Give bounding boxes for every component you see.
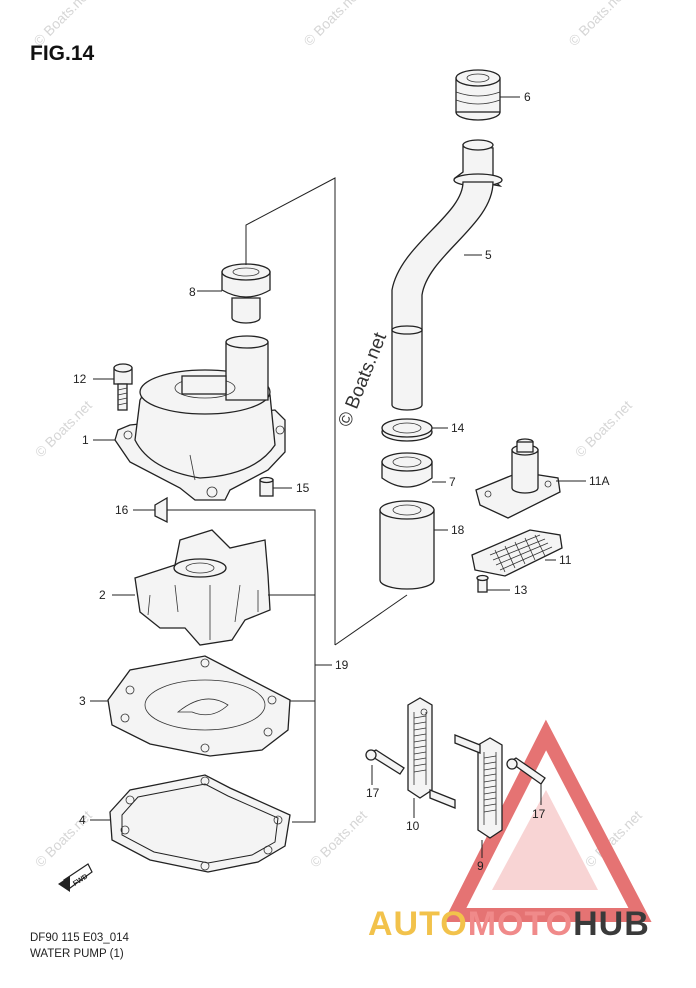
figure-title: FIG.14 bbox=[30, 42, 95, 65]
part-17-screw-right bbox=[506, 757, 546, 785]
figure-caption: DF90 115 E03_014 WATER PUMP (1) bbox=[30, 930, 129, 962]
part-12-bolt bbox=[113, 363, 133, 411]
automotohub-logo: AUTOMOTOHUB bbox=[368, 905, 650, 944]
watermark-main: © Boats.net bbox=[334, 329, 391, 430]
callout-6: 6 bbox=[524, 90, 531, 104]
logo-part-moto: MOTO bbox=[467, 905, 574, 943]
callout-8: 8 bbox=[189, 285, 196, 299]
callout-10: 10 bbox=[406, 819, 420, 833]
part-2-impeller bbox=[134, 529, 271, 646]
logo-part-hub: HUB bbox=[573, 905, 650, 943]
part-11-screen bbox=[471, 529, 563, 577]
part-10-holder bbox=[407, 697, 456, 809]
part-7-seal bbox=[381, 452, 433, 488]
part-11a-housing bbox=[475, 438, 561, 519]
part-18-collar bbox=[379, 500, 435, 590]
part-8-liner bbox=[221, 263, 271, 324]
watermark-text: © Boats.net bbox=[307, 807, 370, 870]
callout-labels: 6 5 8 12 1 14 7 18 11A 11 13 15 16 2 19 … bbox=[73, 90, 609, 873]
caption-name: WATER PUMP (1) bbox=[30, 948, 124, 960]
callout-2: 2 bbox=[99, 588, 106, 602]
callout-3: 3 bbox=[79, 694, 86, 708]
callout-12: 12 bbox=[73, 372, 87, 386]
callout-1: 1 bbox=[82, 433, 89, 447]
caption-code: DF90 115 E03_014 bbox=[30, 932, 129, 944]
watermark-text: © Boats.net bbox=[565, 0, 628, 49]
part-6-grommet bbox=[455, 69, 501, 121]
part-16-key bbox=[154, 496, 168, 524]
watermark-text: © Boats.net bbox=[32, 397, 95, 460]
part-17-screw-left bbox=[365, 749, 405, 775]
part-14-seal bbox=[381, 418, 433, 442]
callout-4: 4 bbox=[79, 813, 86, 827]
callout-11: 11 bbox=[559, 553, 572, 567]
callout-16: 16 bbox=[115, 503, 129, 517]
watermark-text: © Boats.net bbox=[572, 397, 635, 460]
part-15-pin bbox=[259, 476, 274, 497]
watermark-text: © Boats.net bbox=[300, 0, 363, 49]
part-3-wear-plate bbox=[107, 655, 291, 757]
logo-part-auto: AUTO bbox=[368, 905, 468, 943]
leader-lines bbox=[90, 96, 586, 858]
callout-15: 15 bbox=[296, 481, 310, 495]
fwd-arrow-icon: FWD bbox=[58, 863, 93, 892]
callout-17-right: 17 bbox=[532, 807, 546, 821]
callout-13: 13 bbox=[514, 583, 528, 597]
callout-19: 19 bbox=[335, 658, 349, 672]
callout-9: 9 bbox=[477, 859, 484, 873]
part-4-gasket bbox=[109, 774, 291, 873]
callout-18: 18 bbox=[451, 523, 465, 537]
part-5-water-tube bbox=[391, 139, 503, 411]
callout-14: 14 bbox=[451, 421, 465, 435]
callout-11a: 11A bbox=[589, 474, 609, 488]
callout-17-left: 17 bbox=[366, 786, 380, 800]
part-13-screw bbox=[476, 574, 489, 593]
callout-5: 5 bbox=[485, 248, 492, 262]
callout-7: 7 bbox=[449, 475, 456, 489]
part-9-holder bbox=[454, 734, 503, 839]
part-1-pump-case bbox=[114, 335, 286, 501]
watermark-text: © Boats.net bbox=[30, 0, 93, 49]
